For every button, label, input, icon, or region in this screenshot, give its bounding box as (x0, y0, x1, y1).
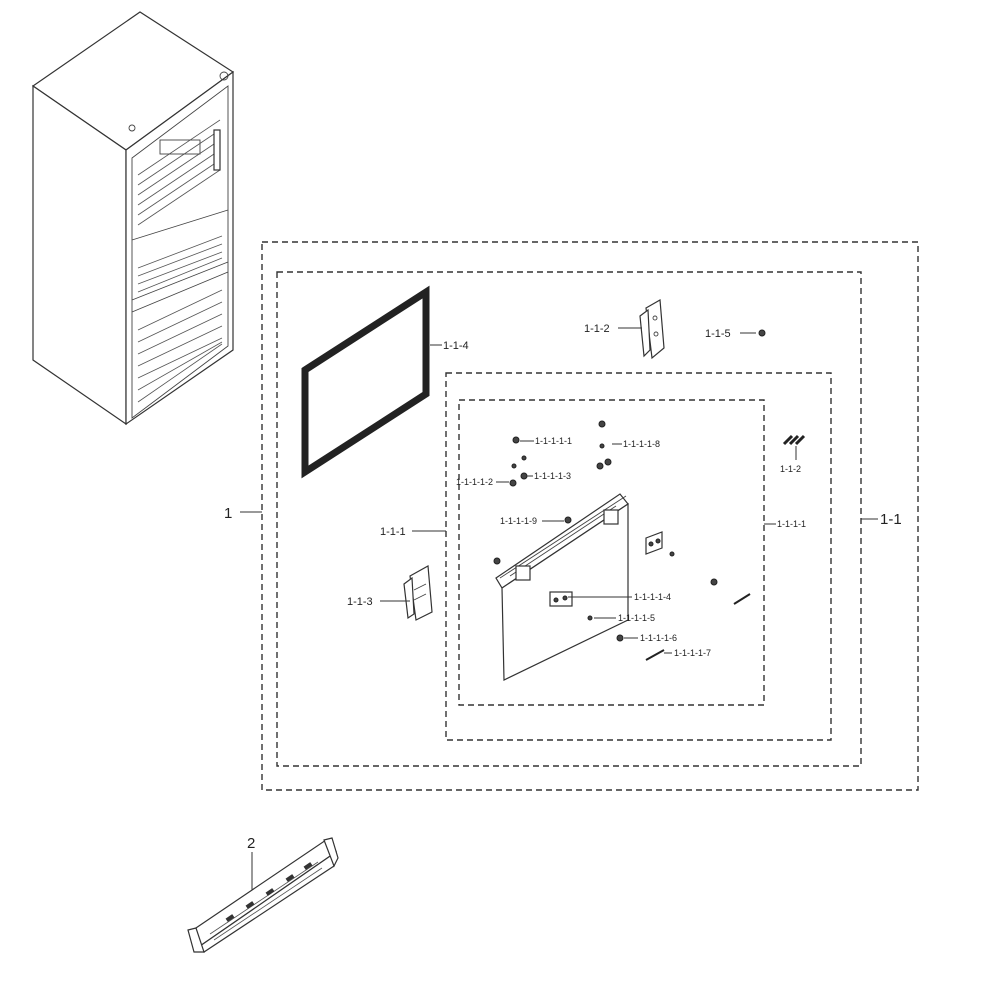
group-box-1-1-1-1 (458, 399, 765, 706)
callout-2: 2 (247, 835, 255, 852)
door-gasket (301, 285, 430, 479)
pin-part (733, 593, 751, 605)
callout-1-1-2-right: 1-1-2 (780, 464, 801, 474)
screw-set-1-1-2 (782, 434, 806, 446)
callout-1-1-1-1-2: 1-1-1-1-2 (456, 477, 493, 487)
callout-1-1-1-1-6: 1-1-1-1-6 (640, 633, 677, 643)
callout-1-1-1-1-8: 1-1-1-1-8 (623, 439, 660, 449)
callout-1-1: 1-1 (880, 511, 902, 528)
callout-1-1-1-1-1: 1-1-1-1-1 (535, 436, 572, 446)
small-screw-b (710, 578, 718, 586)
small-parts-cluster (509, 420, 612, 524)
refrigerator-cabinet (31, 11, 235, 426)
group-box-1 (261, 241, 919, 791)
callout-1-1-1-1-box: 1-1-1-1 (777, 519, 806, 529)
callout-1-1-1-1-3: 1-1-1-1-3 (534, 471, 571, 481)
upper-hinge (639, 299, 665, 360)
small-screw-a (669, 551, 675, 557)
callout-1-1-1-1-5: 1-1-1-1-5 (618, 613, 655, 623)
group-box-1-1-1 (445, 372, 832, 741)
callout-1-1-4: 1-1-4 (443, 340, 469, 352)
callout-1-1-5: 1-1-5 (705, 328, 731, 340)
handle-bracket (645, 531, 663, 555)
door-bin (187, 837, 339, 953)
callout-1: 1 (224, 505, 232, 522)
screw-1-1-1-1-5 (587, 615, 593, 621)
rod-1-1-1-1-7 (645, 649, 665, 661)
callout-1-1-3: 1-1-3 (347, 596, 373, 608)
callout-1-1-1-outer: 1-1-1 (380, 526, 406, 538)
callout-1-1-1-1-4: 1-1-1-1-4 (634, 592, 671, 602)
callout-1-1-1-1-9: 1-1-1-1-9 (500, 516, 537, 526)
callout-1-1-1-1-7: 1-1-1-1-7 (674, 648, 711, 658)
door-panel (495, 493, 629, 681)
screw-top-left (493, 557, 501, 565)
screw-1-1-1-1-6 (616, 634, 624, 642)
callout-1-1-2-top: 1-1-2 (584, 323, 610, 335)
lower-hinge (403, 565, 433, 621)
screw-1-1-5 (758, 329, 766, 337)
